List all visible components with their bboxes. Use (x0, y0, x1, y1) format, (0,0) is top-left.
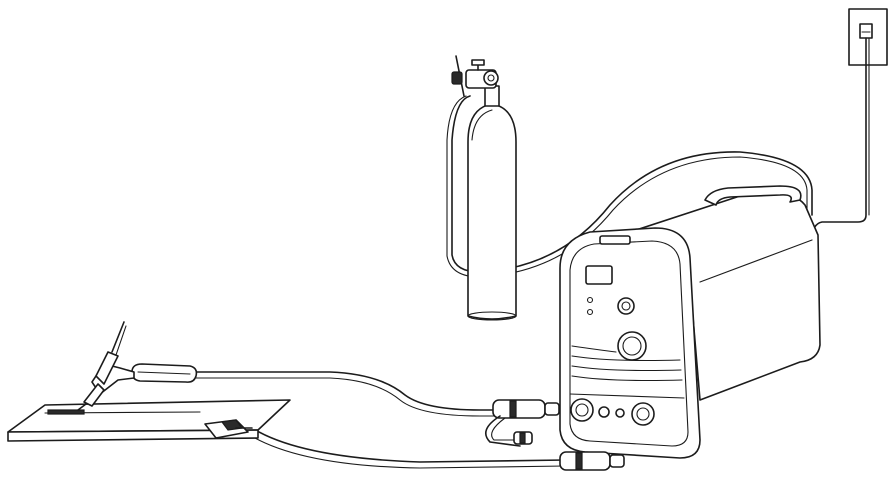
wall-outlet-icon (849, 9, 887, 65)
control-lead (486, 416, 532, 446)
ground-connector-icon (560, 452, 624, 470)
welding-machine-icon (560, 186, 820, 458)
tig-torch-icon (78, 322, 196, 410)
torch-connector-icon (493, 400, 559, 418)
power-cable (812, 38, 869, 275)
workpiece-plate (8, 400, 290, 441)
gas-cylinder-icon (468, 86, 516, 320)
